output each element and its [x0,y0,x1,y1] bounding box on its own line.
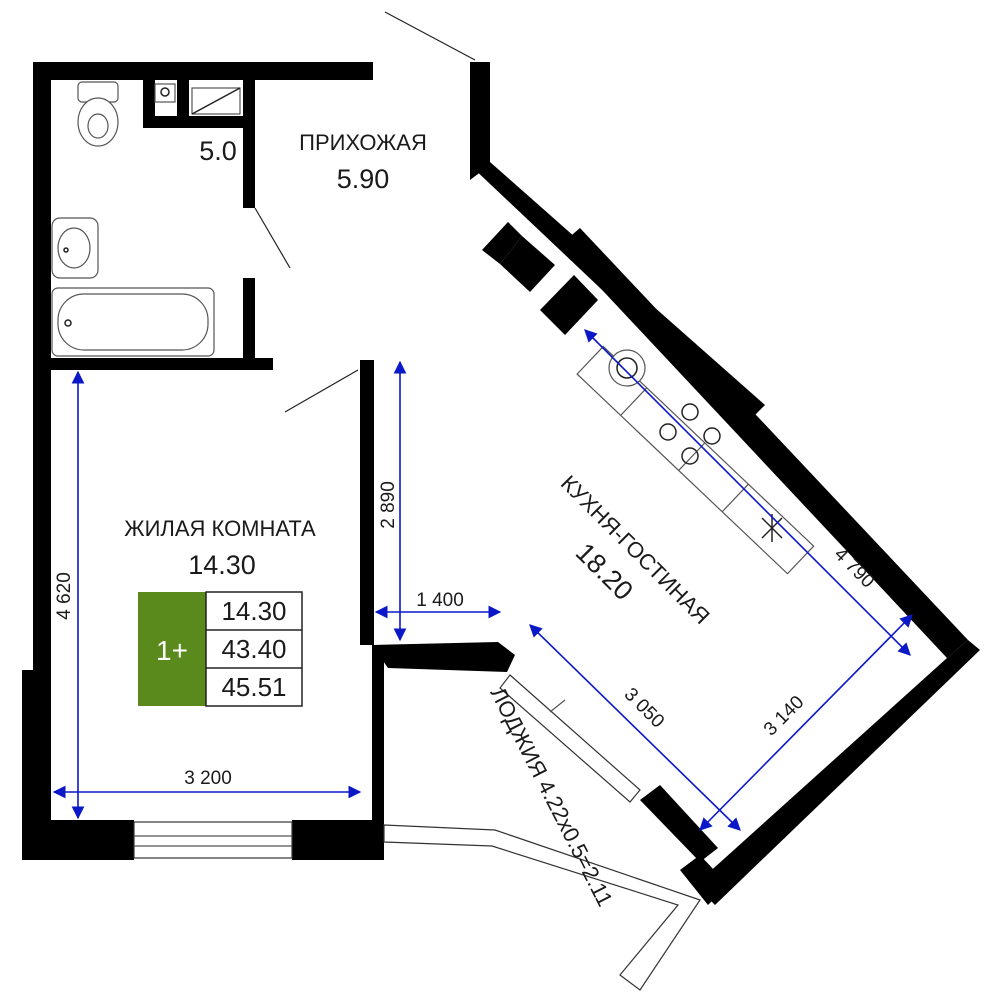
loggia-glazing [383,824,701,991]
toilet-icon [77,81,119,147]
dim-kitchen-short: 1 400 [416,590,464,611]
windows [133,674,701,991]
dim-line-kitchen-long [584,329,911,656]
sink-round-icon [608,349,646,387]
dim-kitchen-vertical: 2 890 [378,481,399,529]
bathroom-fixtures [51,81,241,357]
bathtub-icon [51,287,215,357]
boiler-icon [154,83,176,103]
dim-living-height: 4 620 [54,572,75,620]
dimension-lines [52,329,913,831]
summary-total-with-loggia: 45.51 [221,672,286,702]
living-name: ЖИЛАЯ КОМНАТА [124,516,316,541]
living-window [133,821,293,859]
type-badge-label: 1+ [156,635,188,666]
dim-living-width: 3 200 [184,768,232,789]
door-swings [254,11,476,413]
hall-area: 5.90 [337,164,390,194]
summary-total-area: 43.40 [221,634,286,664]
shaft-icon [191,87,241,115]
bathroom-area: 5.0 [199,136,237,166]
walls [22,62,980,905]
hall-name: ПРИХОЖАЯ [299,130,427,155]
living-area: 14.30 [188,550,256,580]
dim-kitchen-end: 3 140 [760,692,808,740]
summary-living-area: 14.30 [221,596,286,626]
dim-kitchen-mid: 3 050 [620,684,668,732]
dim-line-kitchen-end [699,614,913,831]
area-summary: 1+ 14.30 43.40 45.51 [138,591,303,707]
type-badge [138,592,206,706]
sink-icon [51,217,99,279]
